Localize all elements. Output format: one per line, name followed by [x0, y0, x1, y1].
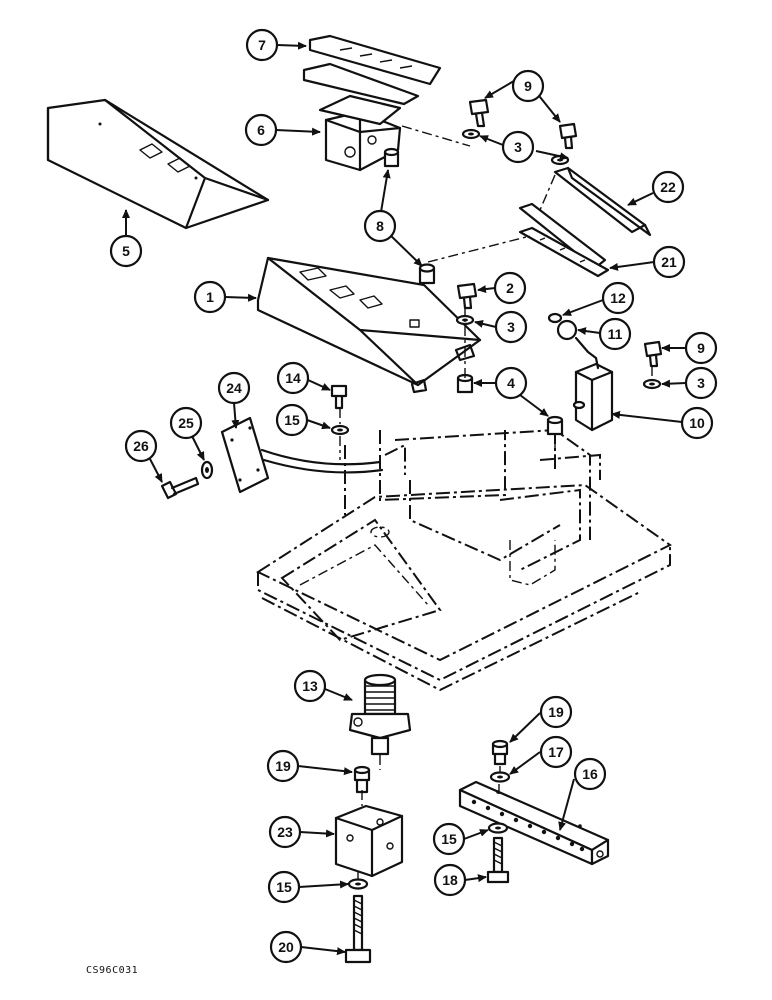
svg-text:25: 25: [178, 415, 194, 431]
svg-text:23: 23: [277, 824, 293, 840]
callout-7: 7: [245, 28, 279, 62]
svg-text:16: 16: [582, 766, 598, 782]
part-22-strip: [553, 166, 652, 237]
callout-15-mid: 15: [275, 403, 309, 437]
part-24-plate: [220, 416, 384, 494]
callout-5: 5: [109, 234, 143, 268]
svg-text:8: 8: [376, 218, 384, 234]
part-5-cover: [46, 98, 270, 230]
fitting-19-left: [353, 765, 371, 794]
svg-text:17: 17: [548, 744, 564, 760]
callout-19-left: 19: [266, 749, 300, 783]
callout-20: 20: [269, 930, 303, 964]
svg-text:10: 10: [689, 415, 705, 431]
svg-text:1: 1: [206, 289, 214, 305]
svg-text:3: 3: [507, 319, 515, 335]
svg-text:7: 7: [258, 37, 266, 53]
svg-text:9: 9: [697, 340, 705, 356]
svg-text:15: 15: [276, 879, 292, 895]
callout-1: 1: [193, 280, 227, 314]
figure-code: CS96C031: [86, 965, 139, 976]
callout-13: 13: [293, 669, 327, 703]
callout-18: 18: [433, 863, 467, 897]
svg-text:3: 3: [514, 139, 522, 155]
bolt-20: [344, 894, 372, 964]
svg-text:22: 22: [660, 179, 676, 195]
callout-8: 8: [363, 209, 397, 243]
callout-2: 2: [493, 271, 527, 305]
svg-text:19: 19: [548, 704, 564, 720]
washer-15-right: [487, 822, 509, 834]
bolts-and-washers: [160, 98, 663, 500]
callout-9-top: 9: [511, 69, 545, 103]
callout-22: 22: [651, 170, 685, 204]
svg-text:19: 19: [275, 758, 291, 774]
callout-24: 24: [217, 371, 251, 405]
callout-19-right: 19: [539, 695, 573, 729]
callout-16: 16: [573, 757, 607, 791]
callout-4: 4: [494, 366, 528, 400]
washer-17: [489, 771, 511, 783]
svg-text:21: 21: [661, 254, 677, 270]
callout-14: 14: [276, 361, 310, 395]
svg-text:6: 6: [257, 122, 265, 138]
callout-26: 26: [124, 429, 158, 463]
svg-text:15: 15: [284, 412, 300, 428]
part-16-manifold: [458, 780, 610, 866]
svg-text:18: 18: [442, 872, 458, 888]
callout-25: 25: [169, 406, 203, 440]
callout-15-left: 15: [267, 870, 301, 904]
callout-9-right: 9: [684, 331, 718, 365]
callout-3-right: 3: [684, 366, 718, 400]
fitting-19-right: [491, 739, 509, 766]
part-13-valve: [348, 673, 412, 756]
callout-10: 10: [680, 406, 714, 440]
washer-15-left: [347, 878, 369, 890]
part-23-block: [334, 804, 404, 878]
callout-12: 12: [601, 281, 635, 315]
svg-text:5: 5: [122, 243, 130, 259]
callout-15-right: 15: [432, 822, 466, 856]
bolt-18: [486, 836, 510, 884]
callout-6: 6: [244, 113, 278, 147]
part-10-lever-body: [572, 336, 614, 432]
svg-text:4: 4: [507, 375, 515, 391]
svg-text:9: 9: [524, 78, 532, 94]
svg-text:15: 15: [441, 831, 457, 847]
leader-lines: [122, 41, 687, 956]
callout-23: 23: [268, 815, 302, 849]
base-frame-phantom: [255, 428, 672, 692]
alignment-lines: [339, 125, 653, 880]
svg-text:20: 20: [278, 939, 294, 955]
callout-21: 21: [652, 245, 686, 279]
callout-17: 17: [539, 735, 573, 769]
svg-text:26: 26: [133, 438, 149, 454]
svg-text:24: 24: [226, 380, 242, 396]
part-21-bracket: [518, 202, 610, 278]
svg-text:14: 14: [285, 370, 301, 386]
part-12-ring: [547, 312, 563, 324]
svg-text:12: 12: [610, 290, 626, 306]
svg-text:11: 11: [608, 326, 623, 342]
part-7-pedal: [302, 34, 442, 106]
callout-3-mid: 3: [494, 310, 528, 344]
part-8-bushing: [383, 147, 436, 285]
svg-text:2: 2: [506, 280, 514, 296]
part-11-knob: [556, 319, 578, 341]
svg-text:13: 13: [302, 678, 318, 694]
svg-text:3: 3: [697, 375, 705, 391]
part-1-console: [256, 256, 482, 394]
callout-11: 11: [598, 317, 632, 351]
callout-3-top: 3: [501, 130, 535, 164]
